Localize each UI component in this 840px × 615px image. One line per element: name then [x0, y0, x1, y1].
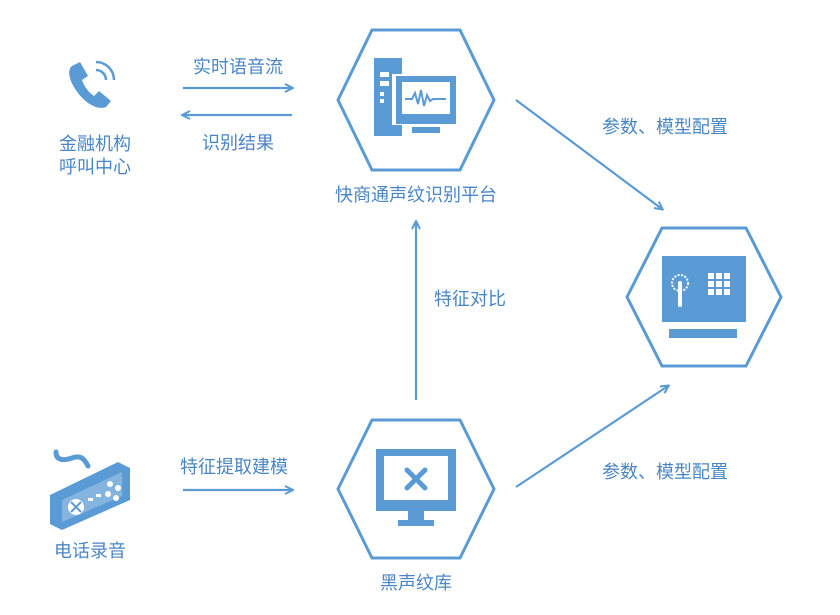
arrow-platform-to-safe: [515, 99, 662, 209]
call-center-label-line2: 呼叫中心: [59, 157, 131, 178]
params-top-label: 参数、模型配置: [602, 117, 728, 138]
feature-compare-label: 特征对比: [434, 289, 506, 310]
call-center-label-line1: 金融机构: [59, 134, 131, 155]
safe-hexagon: [625, 226, 783, 368]
computer-waveform-icon: [374, 58, 456, 136]
phone-icon: [69, 60, 116, 108]
params-bottom-label: 参数、模型配置: [602, 462, 728, 483]
platform-label: 快商通声纹识别平台: [335, 185, 497, 206]
safe-icon: [662, 256, 746, 338]
gamepad-icon: [50, 449, 130, 530]
monitor-x-icon: [376, 449, 456, 526]
blacklist-db-label: 黑声纹库: [380, 573, 452, 594]
blacklist-hexagon: [336, 418, 496, 560]
realtime-stream-label: 实时语音流: [193, 57, 283, 78]
phone-recording-label: 电话录音: [54, 541, 126, 562]
feature-extract-label: 特征提取建模: [180, 457, 288, 478]
platform-hexagon: [336, 28, 496, 172]
recognition-result-label: 识别结果: [202, 133, 274, 154]
arrow-blacklist-to-safe: [515, 386, 668, 488]
